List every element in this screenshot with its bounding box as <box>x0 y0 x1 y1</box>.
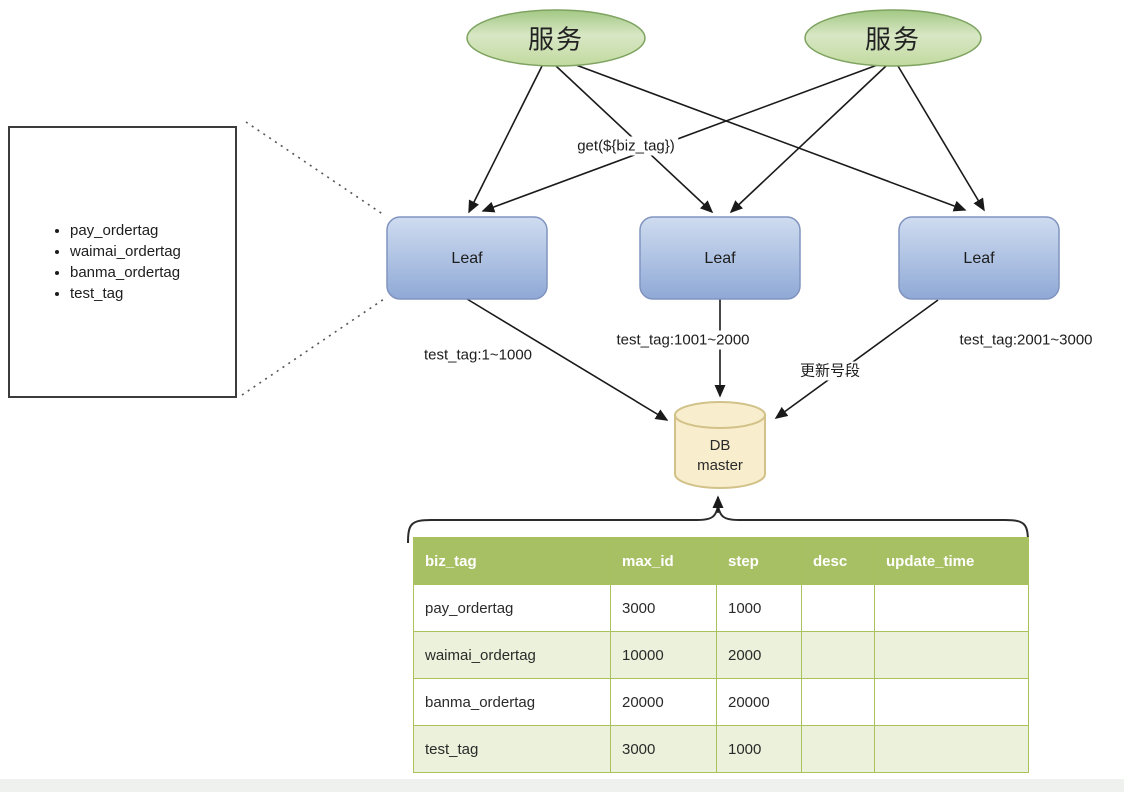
arrow-leaf3-db-update-segment <box>774 299 939 419</box>
leaf-node-2-label: Leaf <box>704 250 736 267</box>
cell-step: 1000 <box>716 584 802 632</box>
biz-tag-list-box: pay_ordertag waimai_ordertag banma_order… <box>8 126 237 398</box>
column-header-step: step <box>716 537 802 585</box>
cell-step: 20000 <box>716 678 802 726</box>
db-label-line1: DB <box>709 437 731 454</box>
table-row: pay_ordertag 3000 1000 <box>413 584 1029 632</box>
db-master-label: DB master <box>697 436 743 476</box>
service-node-1 <box>466 9 646 67</box>
arrow-service2-leaf2 <box>729 65 887 214</box>
segments-table: biz_tag max_id step desc update_time pay… <box>413 537 1029 773</box>
table-row: waimai_ordertag 10000 2000 <box>413 631 1029 679</box>
cell-biz-tag: test_tag <box>413 725 611 773</box>
cell-update-time <box>874 725 1029 773</box>
bottom-edge-strip <box>0 779 1124 792</box>
arrow-service1-leaf1 <box>468 63 544 214</box>
cell-biz-tag: pay_ordertag <box>413 584 611 632</box>
db-cylinder-top <box>674 401 766 429</box>
cell-desc <box>801 584 875 632</box>
table-row: test_tag 3000 1000 <box>413 725 1029 773</box>
arrow-service2-leaf3 <box>897 65 985 212</box>
leaf-node-3-label: Leaf <box>963 250 995 267</box>
column-header-biz-tag: biz_tag <box>413 537 611 585</box>
edge-label-segment-leaf1: test_tag:1~1000 <box>420 345 536 365</box>
cell-desc <box>801 631 875 679</box>
cell-update-time <box>874 631 1029 679</box>
edge-label-segment-leaf3: test_tag:2001~3000 <box>956 330 1096 350</box>
list-item: test_tag <box>70 283 181 304</box>
arrow-leaf1-db <box>466 298 669 421</box>
cell-update-time <box>874 584 1029 632</box>
service-node-2-label: 服务 <box>864 24 922 55</box>
cell-step: 2000 <box>716 631 802 679</box>
list-item: waimai_ordertag <box>70 241 181 262</box>
db-label-line2: master <box>697 457 743 474</box>
list-item: pay_ordertag <box>70 220 181 241</box>
service-node-2 <box>804 9 982 67</box>
leaf-node-3 <box>898 216 1060 300</box>
cell-biz-tag: banma_ordertag <box>413 678 611 726</box>
cell-desc <box>801 678 875 726</box>
biz-tag-list: pay_ordertag waimai_ordertag banma_order… <box>10 220 181 304</box>
cell-max-id: 20000 <box>610 678 717 726</box>
table-header-row: biz_tag max_id step desc update_time <box>413 537 1029 585</box>
edge-label-update-segment: 更新号段 <box>796 361 864 381</box>
leaf-node-1-label: Leaf <box>451 250 483 267</box>
cell-max-id: 3000 <box>610 725 717 773</box>
column-header-max-id: max_id <box>610 537 717 585</box>
callout-dotted-line-top <box>245 121 385 216</box>
cell-update-time <box>874 678 1029 726</box>
leaf-node-1 <box>386 216 548 300</box>
cell-max-id: 10000 <box>610 631 717 679</box>
edge-label-get-biz-tag: get(${biz_tag}) <box>574 136 678 156</box>
column-header-update-time: update_time <box>874 537 1029 585</box>
cell-step: 1000 <box>716 725 802 773</box>
leaf-node-2 <box>639 216 801 300</box>
db-cylinder-body <box>674 415 766 489</box>
cell-desc <box>801 725 875 773</box>
cell-biz-tag: waimai_ordertag <box>413 631 611 679</box>
column-header-desc: desc <box>801 537 875 585</box>
arrow-service2-leaf1 <box>481 63 881 213</box>
edge-label-segment-leaf2: test_tag:1001~2000 <box>613 330 753 350</box>
service-node-1-label: 服务 <box>527 24 585 55</box>
arrow-service1-leaf3 <box>567 61 967 212</box>
list-item: banma_ordertag <box>70 262 181 283</box>
table-row: banma_ordertag 20000 20000 <box>413 678 1029 726</box>
callout-dotted-line-bottom <box>241 298 385 396</box>
cell-max-id: 3000 <box>610 584 717 632</box>
